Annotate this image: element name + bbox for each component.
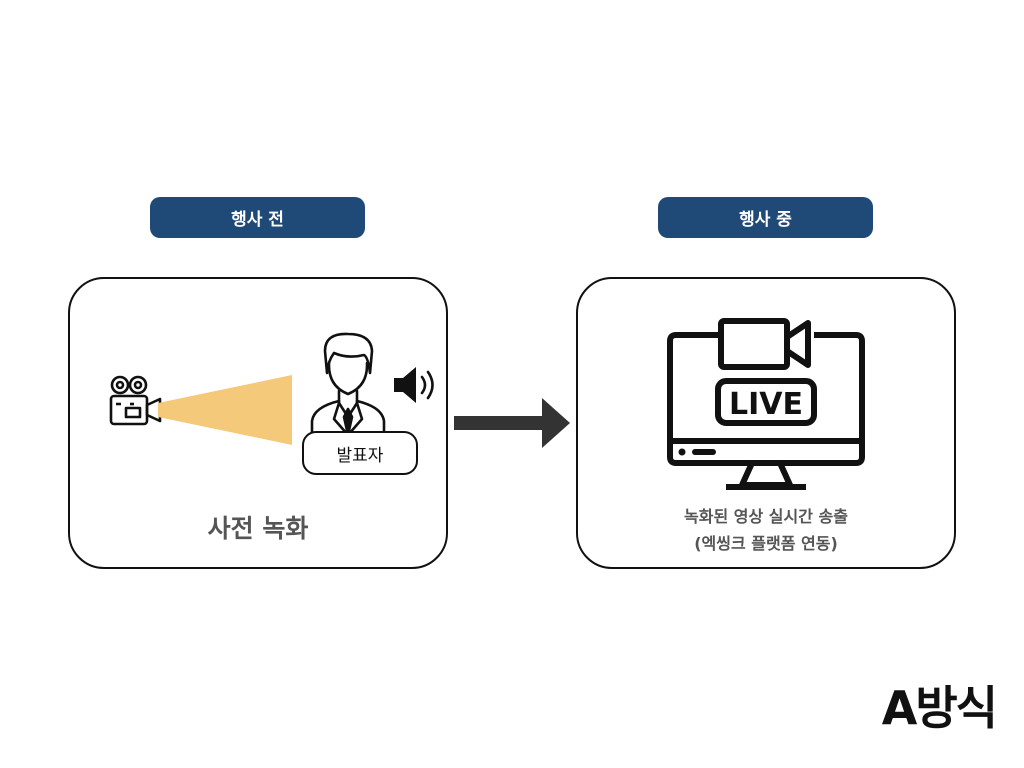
stage-tag-before: 행사 전 (150, 197, 365, 238)
caption-before: 사전 녹화 (207, 514, 309, 543)
panel-during-event: LIVE 녹화된 영상 실시간 송출 (엑씽크 플랫폼 연동) (576, 277, 956, 569)
video-camera-icon (718, 318, 811, 370)
method-label: A방식 (881, 681, 998, 735)
presenter-label: 발표자 (302, 431, 418, 475)
movie-camera-icon (109, 375, 162, 426)
spotlight-beam (158, 375, 292, 445)
stage-tag-during: 행사 중 (658, 197, 873, 238)
speaker-icon (394, 367, 434, 403)
caption-during-line2: (엑씽크 플랫폼 연동) (694, 534, 838, 553)
presenter-icon (310, 332, 386, 437)
panel-before-event: 발표자 사전 녹화 (68, 277, 448, 569)
arrow-right-icon (454, 398, 570, 448)
live-text: LIVE (729, 387, 803, 422)
live-monitor-icon: LIVE (667, 318, 865, 490)
caption-during-line1: 녹화된 영상 실시간 송출 (684, 507, 848, 526)
